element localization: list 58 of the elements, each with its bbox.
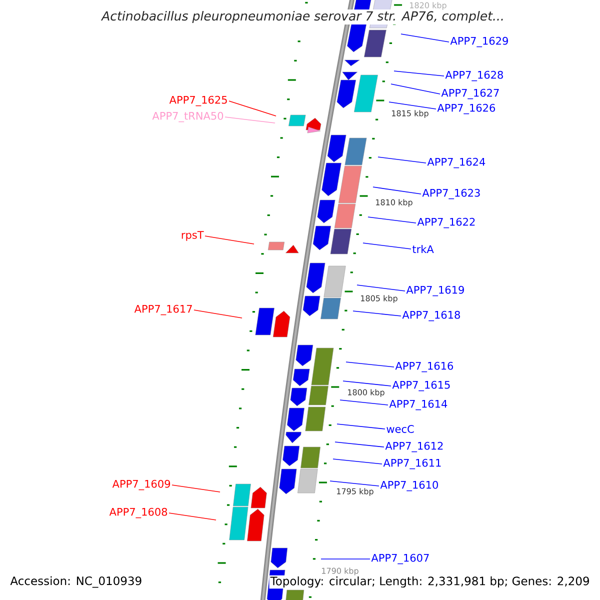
gene-label: trkA	[412, 245, 434, 253]
tick-label: 1815 kbp	[390, 110, 430, 118]
leader-line	[394, 70, 444, 76]
leader-line	[320, 558, 370, 560]
gene-label: APP7_1608	[109, 508, 168, 518]
leader-line	[352, 310, 402, 316]
gene-label: APP7_1623	[422, 188, 480, 200]
gene-label: APP7_1629	[450, 36, 508, 48]
leader-line	[340, 400, 388, 406]
gene-label: APP7_1624	[427, 158, 486, 168]
leader-line	[330, 480, 380, 486]
gene-label: APP7_1618	[402, 310, 460, 322]
gene-label: APP7_1614	[389, 400, 448, 410]
leader-line	[204, 236, 254, 244]
leader-line	[390, 84, 440, 94]
tick-label: 1790 kbp	[320, 567, 360, 576]
leader-line	[356, 284, 406, 292]
gene-label: wecC	[386, 425, 414, 433]
leader-line	[346, 362, 394, 368]
gene-label: APP7_1625	[169, 96, 227, 106]
leader-line	[388, 102, 436, 110]
gene-label: APP7_1611	[383, 458, 441, 470]
title: Actinobacillus pleuropneumoniae serovar 7 str. AP76, complet...	[100, 9, 506, 25]
leader-line	[362, 242, 412, 250]
leader-line	[336, 424, 386, 430]
tick-label: 1795 kbp	[336, 488, 374, 496]
gene-label: APP7_1619	[406, 286, 464, 296]
gene-label: rpsT	[182, 231, 204, 241]
leader-line	[372, 186, 422, 194]
gene-label: APP7_1616	[395, 362, 454, 372]
tick-label: 1820 kbp	[408, 2, 448, 10]
gene-label: APP7_1617	[134, 304, 192, 316]
gene-label: APP7_1609	[112, 480, 170, 490]
gene-label: APP7_1627	[441, 88, 499, 100]
gene-label: APP7_1626	[437, 104, 496, 114]
gene-label: APP7_1622	[417, 218, 475, 228]
tick-label: 1800 kbp	[346, 388, 386, 398]
gene-label: APP7_1607	[371, 554, 429, 564]
leader-line	[400, 34, 450, 42]
leader-line	[228, 100, 276, 116]
leader-line	[194, 310, 242, 318]
leader-line	[168, 512, 216, 520]
leader-line	[334, 442, 384, 448]
tick-label: 1810 kbp	[374, 198, 414, 208]
gene-label: APP7_1612	[385, 442, 443, 452]
gene-label: APP7_1615	[392, 380, 450, 392]
leader-line	[224, 116, 276, 124]
gene-label: APP7_1628	[445, 70, 503, 82]
gene-label: APP7_1610	[380, 480, 438, 492]
leader-line	[342, 380, 392, 386]
tick-label: 1805 kbp	[360, 294, 398, 304]
leader-line	[172, 484, 220, 492]
leader-line	[368, 216, 416, 224]
footer-text: Topology: circular; Length: 2,331,981 bp; Genes: 2,209	[269, 575, 591, 589]
footer-text: Accession: NC_010939	[9, 575, 144, 589]
leader-line	[332, 458, 382, 464]
leader-line	[378, 156, 426, 164]
gene-label: APP7_tRNA50	[152, 112, 224, 122]
